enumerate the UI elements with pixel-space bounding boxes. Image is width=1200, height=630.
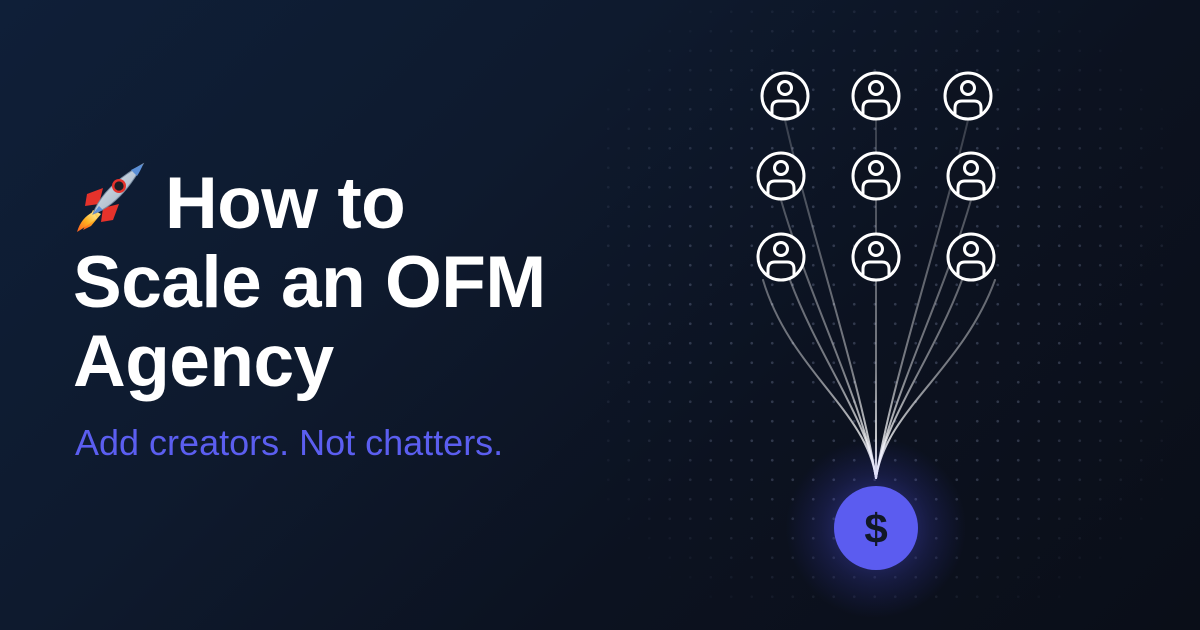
headline-line-2: Scale an OFM <box>73 242 546 323</box>
rocket-icon <box>77 162 145 232</box>
headline-line-3: Agency <box>73 321 334 402</box>
user-circle-icon <box>758 153 804 199</box>
user-circle-icon <box>945 73 991 119</box>
dollar-symbol: $ <box>864 505 887 552</box>
user-circle-icon <box>853 153 899 199</box>
subtitle: Add creators. Not chatters. <box>75 422 504 463</box>
creator-grid <box>758 73 994 280</box>
user-circle-icon <box>762 73 808 119</box>
user-circle-icon <box>948 153 994 199</box>
headline-line-1: How to <box>73 160 546 243</box>
user-circle-icon <box>853 73 899 119</box>
user-circle-icon <box>758 234 804 280</box>
headline-text-1: How to <box>165 163 406 244</box>
user-circle-icon <box>853 234 899 280</box>
dollar-coin-icon: $ <box>786 438 966 618</box>
user-circle-icon <box>948 234 994 280</box>
headline: How to Scale an OFM Agency <box>73 160 546 401</box>
